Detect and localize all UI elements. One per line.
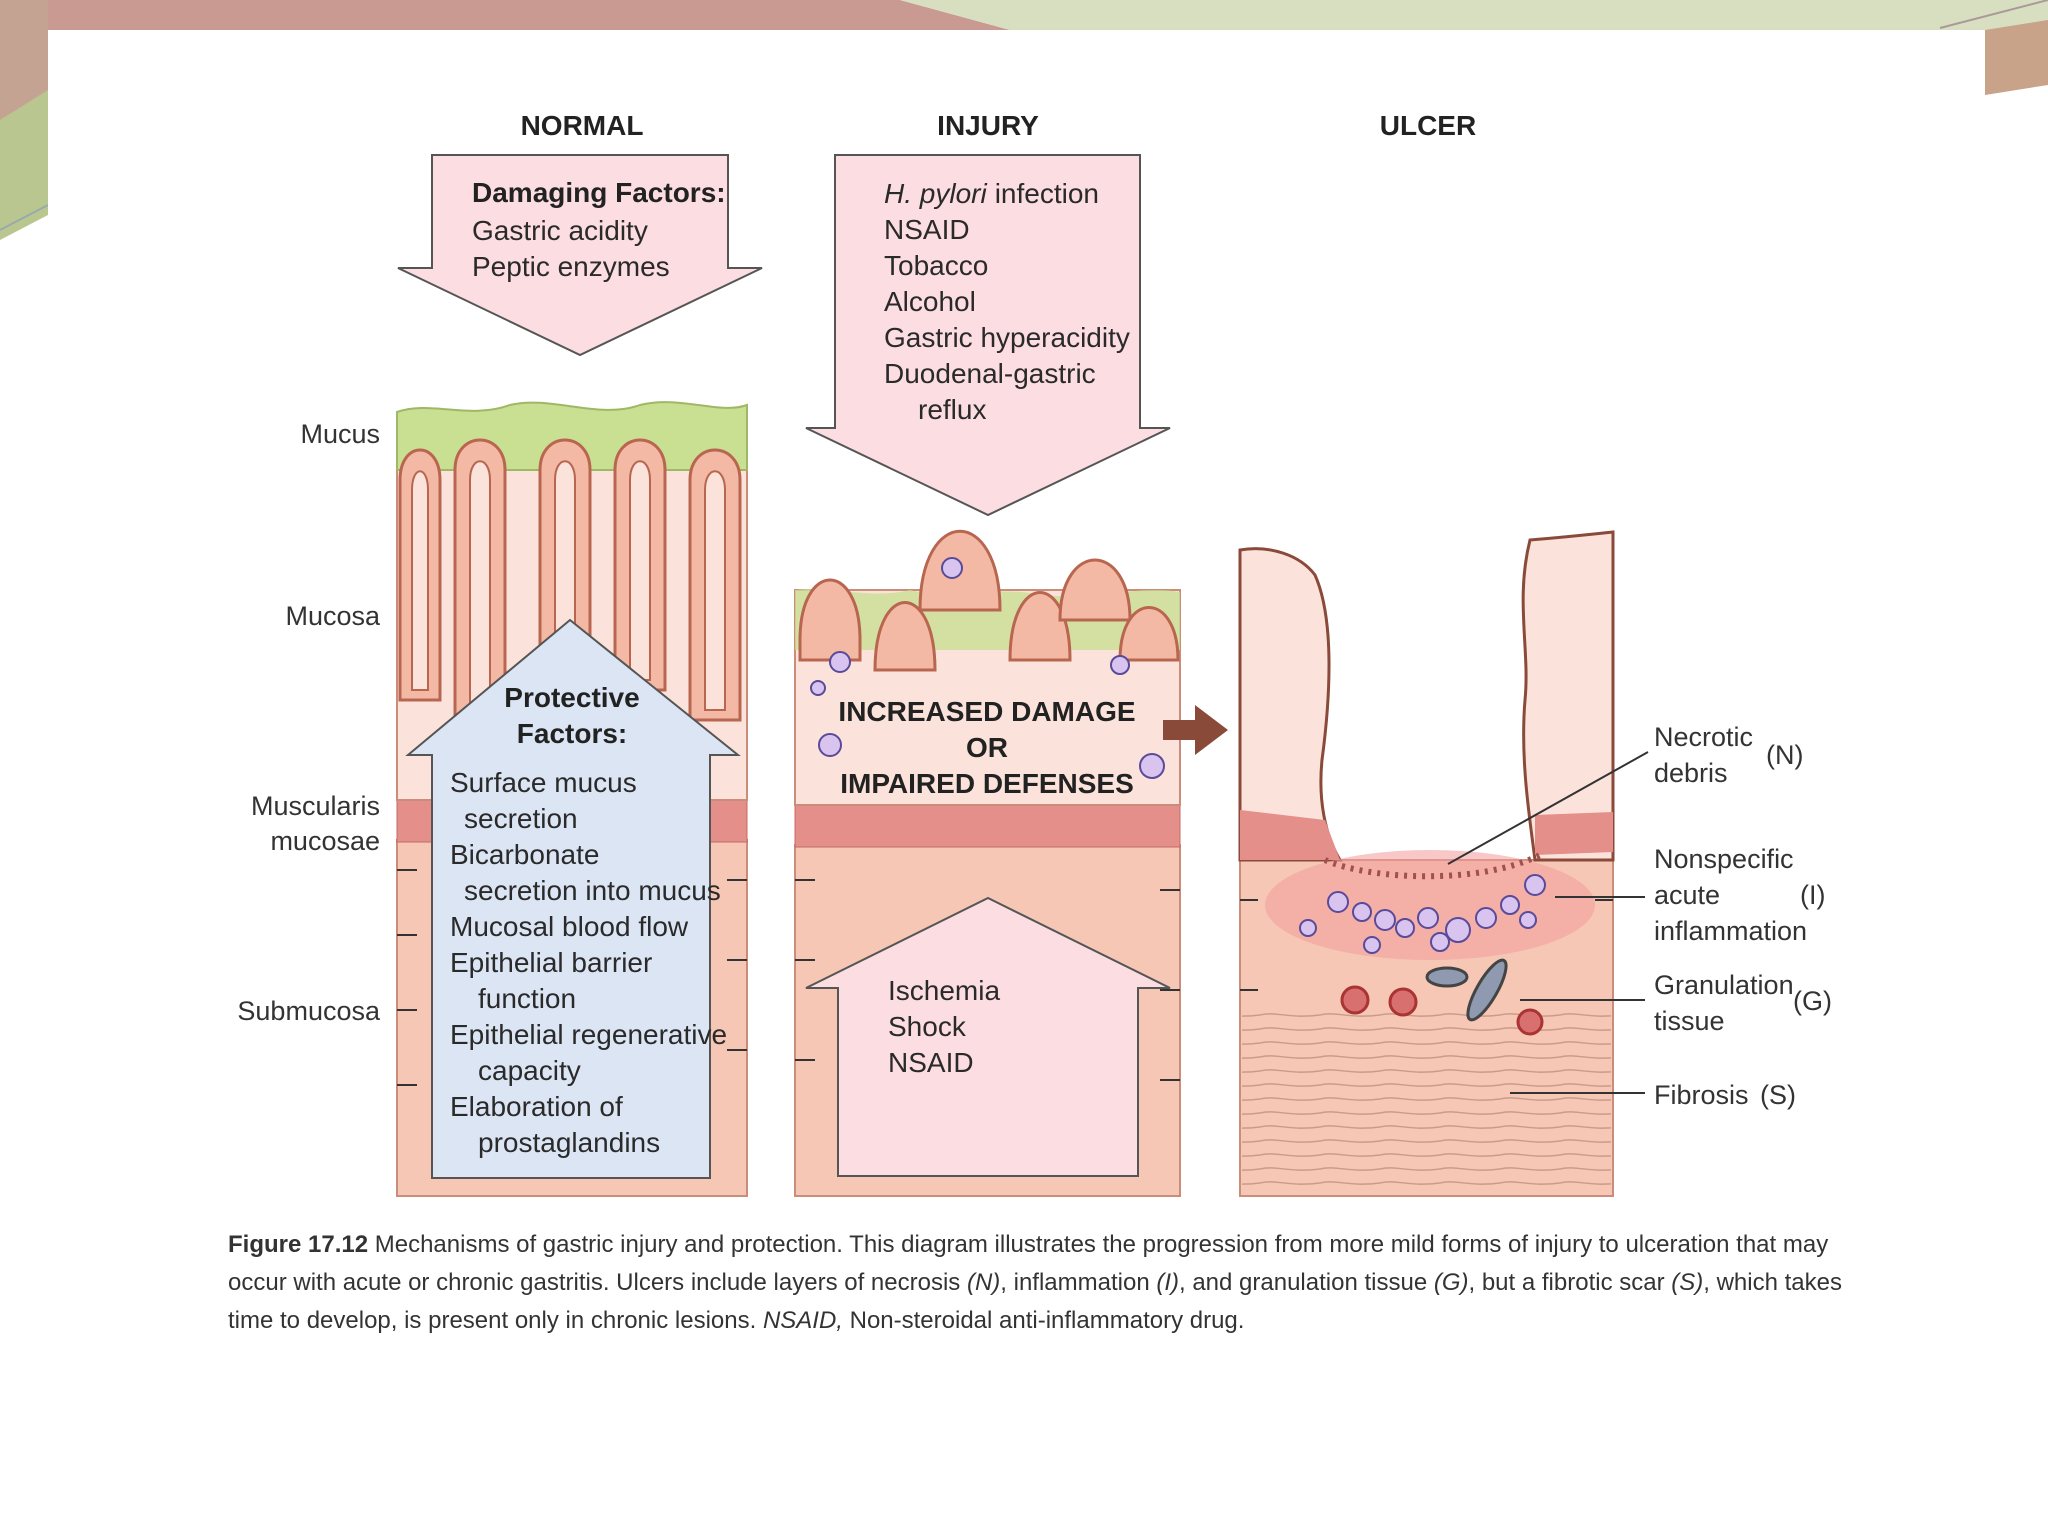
figure-label: Figure 17.12 <box>228 1231 369 1258</box>
injury-factor-reflux-2: reflux <box>918 394 986 425</box>
ulcer-muscularis-right <box>1535 812 1613 855</box>
figure-caption: Figure 17.12 Mechanisms of gastric injur… <box>228 1226 1848 1340</box>
injury-factors-arrow: H. pylori infection NSAID Tobacco Alcohol… <box>805 154 1171 517</box>
caption-part-2: , inflammation <box>1000 1269 1157 1296</box>
normal-villi-crypts <box>411 460 726 721</box>
annotation-nonspecific-code: (I) <box>1800 880 1825 910</box>
caption-part-6: Non-steroidal anti-inflammatory drug. <box>842 1307 1245 1334</box>
normal-submucosa-lines <box>397 869 747 1086</box>
caption-part-4: , but a fibrotic scar <box>1468 1269 1672 1296</box>
leader-necrotic <box>1447 751 1649 865</box>
slide-accent-line <box>1939 0 2048 29</box>
damaging-arrow-shape <box>397 154 763 357</box>
column-title-ulcer: ULCER <box>1380 110 1476 141</box>
column-title-injury: INJURY <box>937 110 1039 141</box>
protective-line-9: capacity <box>478 1055 581 1086</box>
caption-nsaid: NSAID, <box>762 1307 843 1334</box>
ulcer-inflammatory-cells <box>1299 874 1546 954</box>
injury-factor-tobacco: Tobacco <box>884 250 988 281</box>
protective-line-2: secretion <box>464 803 578 834</box>
caption-code-s: (S) <box>1671 1269 1704 1296</box>
ischemia-line-1: Ischemia <box>888 975 1000 1006</box>
damaging-factor-2: Peptic enzymes <box>472 251 670 282</box>
annotation-nonspecific-2: acute <box>1654 880 1720 910</box>
protective-line-5: Mucosal blood flow <box>450 911 689 942</box>
injury-factor-alcohol: Alcohol <box>884 286 976 317</box>
hpylori-italic: H. pylori <box>884 178 987 209</box>
ulcer-muscularis-left <box>1240 810 1340 860</box>
ulcer-granulation-vessels <box>1340 958 1544 1036</box>
damage-text-line-2: OR <box>966 732 1008 763</box>
ischemia-arrow-shape <box>805 896 1171 1177</box>
annotation-granulation-code: (G) <box>1793 986 1832 1016</box>
damaging-factors-title: Damaging Factors: <box>472 177 726 208</box>
protective-line-4: secretion into mucus <box>464 875 721 906</box>
column-title-normal: NORMAL <box>521 110 644 141</box>
annotation-granulation-1: Granulation <box>1654 970 1794 1000</box>
ischemia-line-3: NSAID <box>888 1047 974 1078</box>
injury-inflammatory-cells <box>810 557 1165 779</box>
slide-right-band <box>1985 20 2048 95</box>
ulcer-inflammation-zone <box>1265 850 1595 960</box>
damage-text-line-3: IMPAIRED DEFENSES <box>840 768 1134 799</box>
slide-top-band-rose <box>0 0 1010 30</box>
protective-line-10: Elaboration of <box>450 1091 623 1122</box>
ulcer-right-wall <box>1521 530 1615 862</box>
protective-title-1: Protective <box>504 682 639 713</box>
ischemia-line-2: Shock <box>888 1011 967 1042</box>
protective-line-6: Epithelial barrier <box>450 947 652 978</box>
protective-line-7: function <box>478 983 576 1014</box>
layer-label-mucosa: Mucosa <box>285 601 381 631</box>
ulcer-annotations <box>1447 751 1649 1094</box>
protective-factors-arrow: Protective Factors: Surface mucus secret… <box>405 618 741 1179</box>
injury-arrow-shape <box>805 154 1171 517</box>
protective-line-1: Surface mucus <box>450 767 637 798</box>
slide-top-band-green <box>900 0 2048 30</box>
protective-title-2: Factors: <box>517 718 627 749</box>
ulcer-fibrosis-zone <box>1242 1010 1611 1194</box>
layer-label-muscularis: Muscularis <box>251 791 380 821</box>
injury-factor-reflux-1: Duodenal-gastric <box>884 358 1096 389</box>
annotation-nonspecific-1: Nonspecific <box>1654 844 1794 874</box>
injury-factor-hyperacidity: Gastric hyperacidity <box>884 322 1130 353</box>
protective-line-3: Bicarbonate <box>450 839 599 870</box>
injury-muscularis <box>794 804 1181 848</box>
protective-line-11: prostaglandins <box>478 1127 660 1158</box>
annotation-necrotic-1: Necrotic <box>1654 722 1753 752</box>
ulcer-necrotic-debris <box>1323 852 1542 880</box>
caption-code-n: (N) <box>966 1269 1001 1296</box>
annotation-granulation-2: tissue <box>1654 1006 1725 1036</box>
caption-part-1: Mechanisms of gastric injury and protect… <box>228 1231 1829 1296</box>
caption-part-5: , which takes time to develop, is presen… <box>228 1269 1842 1334</box>
annotation-fibrosis-code: (S) <box>1760 1080 1796 1110</box>
progression-arrow <box>1163 705 1228 755</box>
damaging-factor-1: Gastric acidity <box>472 215 648 246</box>
caption-code-i: (I) <box>1156 1269 1179 1296</box>
protective-line-8: Epithelial regenerative <box>450 1019 727 1050</box>
injury-factor-hpylori: H. pylori infection <box>884 178 1099 209</box>
injury-villi <box>798 529 1180 672</box>
injury-factor-nsaid: NSAID <box>884 214 970 245</box>
annotation-fibrosis: Fibrosis <box>1654 1080 1749 1110</box>
slide-left-band-rose <box>0 0 48 120</box>
layer-label-mucosae: mucosae <box>270 826 380 856</box>
ulcer-tissue-block <box>1238 530 1615 1197</box>
damage-text-line-1: INCREASED DAMAGE <box>838 696 1135 727</box>
layer-label-mucus: Mucus <box>300 419 380 449</box>
damaging-factors-arrow: Damaging Factors: Gastric acidity Peptic… <box>397 154 763 357</box>
ischemia-arrow: Ischemia Shock NSAID <box>805 896 1171 1177</box>
annotation-necrotic-code: (N) <box>1766 740 1803 770</box>
annotation-necrotic-2: debris <box>1654 758 1728 788</box>
protective-arrow-shape <box>405 618 741 1179</box>
caption-part-3: , and granulation tissue <box>1179 1269 1434 1296</box>
injury-submucosa-lines <box>795 879 1180 1081</box>
slide-accent-line-left <box>0 204 49 231</box>
caption-code-g: (G) <box>1433 1269 1469 1296</box>
layer-label-submucosa: Submucosa <box>237 996 381 1026</box>
annotation-nonspecific-3: inflammation <box>1654 916 1807 946</box>
ulcer-outline-lines <box>1240 899 1613 991</box>
hpylori-rest: infection <box>995 178 1099 209</box>
